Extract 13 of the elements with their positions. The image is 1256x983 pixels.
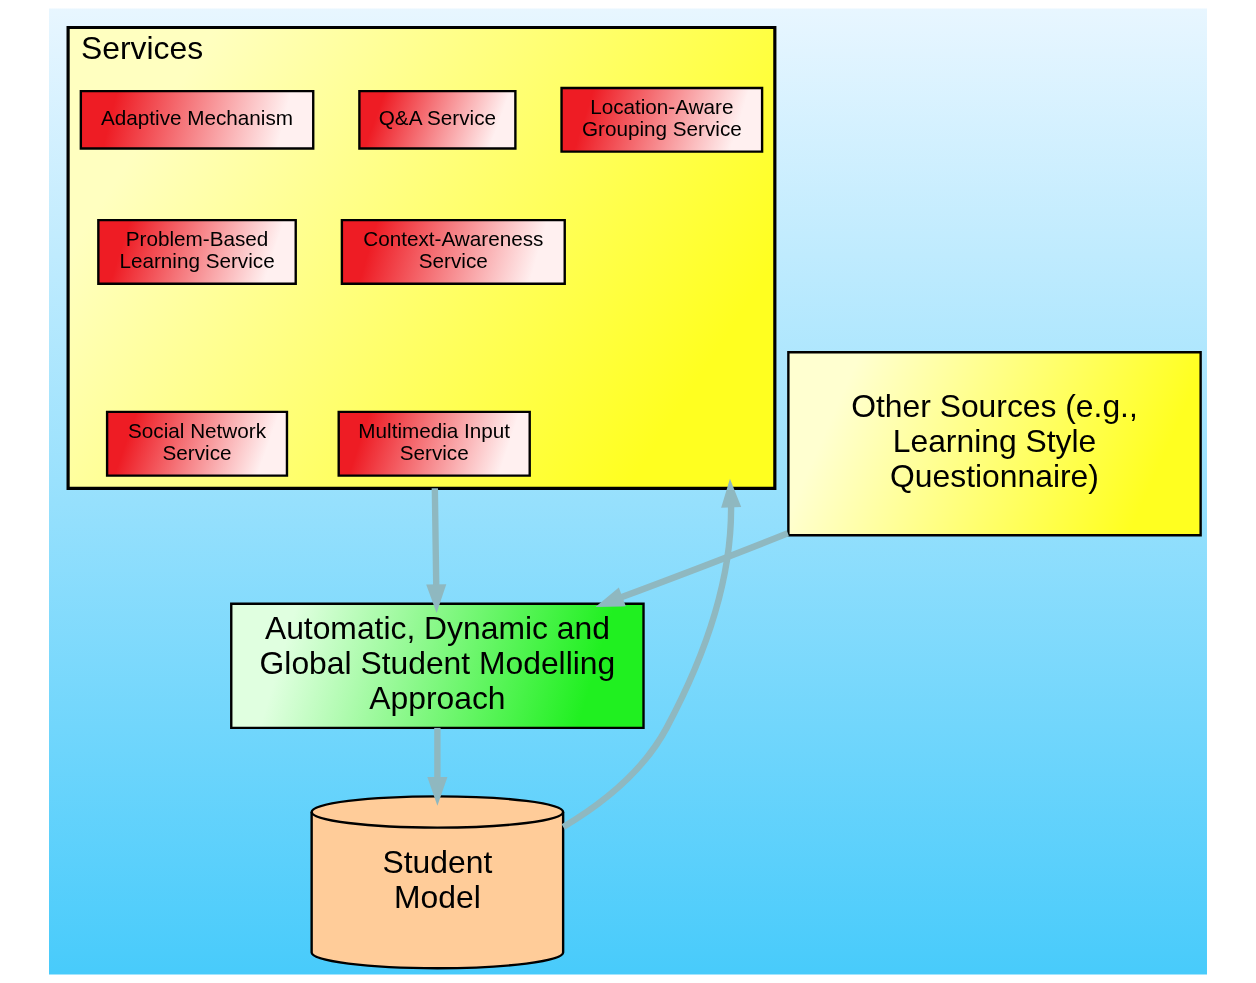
node-box: Social Network Service: [105, 410, 289, 477]
node-box: Other Sources (e.g., Learning Style Questionnaire): [787, 351, 1202, 537]
node-box: Q&A Service: [358, 89, 517, 150]
arrow: [561, 478, 742, 830]
node-box: Adaptive Mechanism: [79, 89, 315, 150]
node-box: Automatic, Dynamic and Global Student Modelling Approach: [230, 602, 645, 730]
arrow: [595, 530, 789, 607]
arrow: [426, 488, 447, 614]
arrow: [427, 727, 448, 806]
node-box: Location-Aware Grouping Service: [560, 86, 764, 153]
node-box: Multimedia Input Service: [337, 410, 531, 477]
node-box: Problem-Based Learning Service: [97, 218, 297, 285]
node-box: Context-Awareness Service: [340, 218, 566, 285]
